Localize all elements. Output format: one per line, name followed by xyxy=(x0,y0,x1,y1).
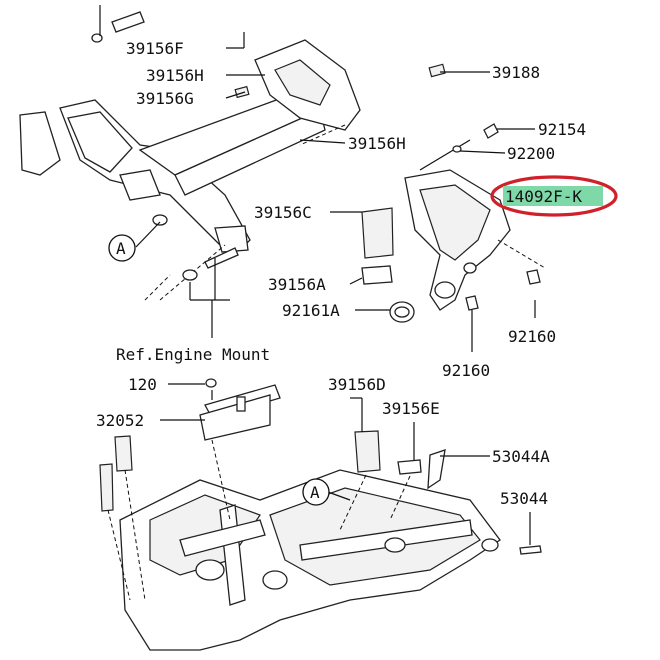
rubber-pads xyxy=(361,207,415,323)
callout-39156A: 39156A xyxy=(268,275,326,294)
marker-a-top-text: A xyxy=(116,239,126,258)
callout-92154: 92154 xyxy=(538,120,586,139)
leader-lines xyxy=(135,32,536,545)
highlight-box xyxy=(503,186,603,206)
callout-39156H-mid: 39156H xyxy=(348,134,406,153)
callout-39156E: 39156E xyxy=(382,399,440,418)
main-frame-lower xyxy=(119,449,542,651)
callout-39156D: 39156D xyxy=(328,375,386,394)
marker-a-top: A xyxy=(108,234,136,262)
callout-120: 120 xyxy=(128,375,157,394)
callout-39156H-top: 39156H xyxy=(146,66,204,85)
callout-labels: 39156F 39156H 39156G 39188 92154 39156H … xyxy=(96,39,618,508)
callout-92200: 92200 xyxy=(507,144,555,163)
callout-92161A: 92161A xyxy=(282,301,340,320)
callout-92160-right: 92160 xyxy=(508,327,556,346)
callout-39156F: 39156F xyxy=(126,39,184,58)
callout-32052: 32052 xyxy=(96,411,144,430)
callout-14092F-K[interactable]: 14092F-K xyxy=(505,187,582,206)
callout-53044: 53044 xyxy=(500,489,548,508)
callout-39156C: 39156C xyxy=(254,203,312,222)
highlighted-callout[interactable]: 14092F-K xyxy=(490,175,618,217)
lower-small-parts xyxy=(99,378,422,601)
upper-frame-crossmember xyxy=(19,5,361,301)
upper-small-parts xyxy=(152,63,446,338)
callout-92160-low: 92160 xyxy=(442,361,490,380)
callout-53044A: 53044A xyxy=(492,447,550,466)
highlight-ring xyxy=(490,175,618,217)
callout-39156G: 39156G xyxy=(136,89,194,108)
marker-a-low-text: A xyxy=(310,483,320,502)
marker-a-low: A xyxy=(302,478,330,506)
side-cover-bracket xyxy=(404,123,546,311)
ref-engine-mount-label: Ref.Engine Mount xyxy=(116,345,270,364)
callout-39188: 39188 xyxy=(492,63,540,82)
